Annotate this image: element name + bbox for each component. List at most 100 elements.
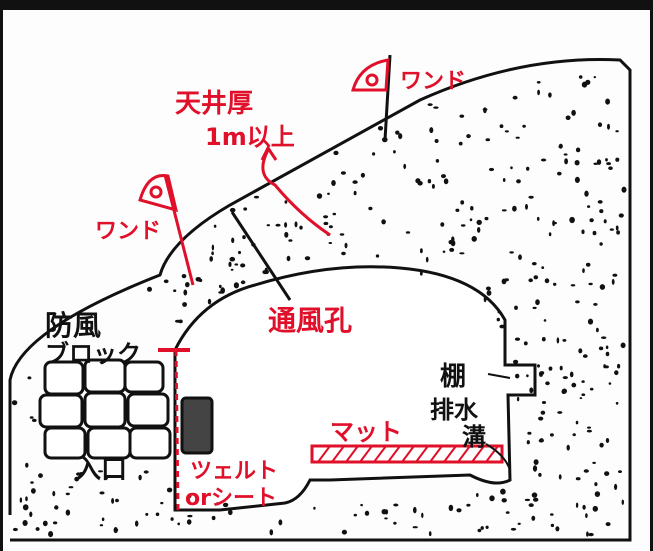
snow-dot xyxy=(104,477,108,480)
snow-dot xyxy=(35,527,40,531)
snow-dot xyxy=(434,139,439,143)
snow-dot xyxy=(578,75,583,79)
label-shelf: 棚 xyxy=(440,362,466,392)
snow-dot xyxy=(52,521,58,525)
snow-dot xyxy=(211,251,214,256)
snow-dot xyxy=(565,115,571,121)
snow-dot xyxy=(451,236,455,243)
snow-dot xyxy=(455,208,460,212)
snow-dot xyxy=(476,493,479,497)
wand-marker-top xyxy=(351,54,392,141)
snow-dot xyxy=(477,227,481,233)
snow-dot xyxy=(435,159,440,163)
snow-dot xyxy=(485,138,491,142)
label-ceiling-thickness-1: 天井厚 xyxy=(175,89,253,119)
snow-dot xyxy=(323,215,329,219)
snow-dot xyxy=(578,348,583,354)
snow-dot xyxy=(228,261,232,267)
snow-dot xyxy=(523,341,528,346)
snow-dot xyxy=(395,130,400,135)
snow-dot xyxy=(620,342,626,349)
snow-dot xyxy=(599,242,603,246)
snow-dot xyxy=(360,503,363,507)
snow-dot xyxy=(597,200,603,204)
snow-dot xyxy=(381,509,387,515)
snow-dot xyxy=(607,123,610,130)
snow-dot xyxy=(65,492,70,496)
snow-dot xyxy=(294,221,298,228)
snow-dot xyxy=(99,491,105,495)
snow-dot xyxy=(515,373,520,379)
snow-dot xyxy=(360,172,365,178)
snow-dot xyxy=(419,271,423,276)
snow-dot xyxy=(572,433,576,437)
snow-dot xyxy=(538,472,542,477)
snow-dot xyxy=(231,237,235,244)
snow-dot xyxy=(615,401,619,405)
snow-dot xyxy=(510,166,513,170)
snow-dot xyxy=(427,179,432,184)
snow-dot xyxy=(510,527,517,531)
snow-dot xyxy=(288,239,293,242)
snow-dot xyxy=(213,224,217,228)
snow-dot xyxy=(448,504,454,512)
snow-dot xyxy=(499,324,505,329)
snow-dot xyxy=(526,166,530,171)
snow-dot xyxy=(585,79,591,85)
snow-dot xyxy=(592,461,596,464)
snow-dot xyxy=(240,280,246,285)
snow-dot xyxy=(615,157,620,162)
snow-dot xyxy=(513,359,519,364)
snow-dot xyxy=(598,346,604,351)
snow-dot xyxy=(341,251,346,256)
snow-dot xyxy=(592,230,597,236)
snow-dot xyxy=(12,527,18,532)
snow-dot xyxy=(29,511,33,518)
snow-dot xyxy=(540,410,546,415)
label-entrance: 入口 xyxy=(75,455,127,485)
snow-dot xyxy=(27,376,32,380)
snow-dot xyxy=(575,502,579,508)
snow-dot xyxy=(113,527,118,534)
snow-dot xyxy=(586,531,589,537)
snow-dot xyxy=(614,483,618,490)
snow-dot xyxy=(558,474,562,480)
snow-dot xyxy=(605,522,611,527)
snow-dot xyxy=(31,488,36,494)
snow-dot xyxy=(539,438,544,443)
snow-dot xyxy=(65,509,71,516)
snow-dot xyxy=(497,311,502,314)
snow-dot xyxy=(145,512,149,516)
snow-dot xyxy=(441,174,446,179)
snow-dot xyxy=(574,176,580,183)
snow-dot xyxy=(240,263,246,268)
shelter-sheet-line xyxy=(174,349,180,511)
snow-dot xyxy=(459,252,465,255)
snow-dot xyxy=(449,247,455,252)
snow-dot xyxy=(593,303,598,306)
snow-dot xyxy=(74,476,80,482)
snow-dot xyxy=(177,522,180,526)
snow-dot xyxy=(11,400,18,406)
snow-dot xyxy=(516,179,521,184)
snow-dot xyxy=(548,92,552,98)
snow-dot xyxy=(531,492,538,498)
snow-dot xyxy=(266,224,270,227)
snow-dot xyxy=(594,482,598,487)
snow-dot xyxy=(599,209,604,214)
snow-dot xyxy=(540,158,547,162)
snow-dot xyxy=(589,387,594,391)
snow-dot xyxy=(616,230,620,235)
snow-dot xyxy=(617,363,621,369)
snow-dot xyxy=(228,509,233,516)
snow-dot xyxy=(536,216,540,221)
snow-dot xyxy=(275,223,281,227)
snow-dot xyxy=(582,504,586,510)
snow-dot xyxy=(515,136,520,139)
snow-dot xyxy=(25,462,29,468)
snow-dot xyxy=(429,127,434,134)
snow-dot xyxy=(333,150,339,156)
snow-dot xyxy=(304,256,311,261)
snow-dot xyxy=(605,98,610,105)
snow-dot xyxy=(238,250,241,255)
